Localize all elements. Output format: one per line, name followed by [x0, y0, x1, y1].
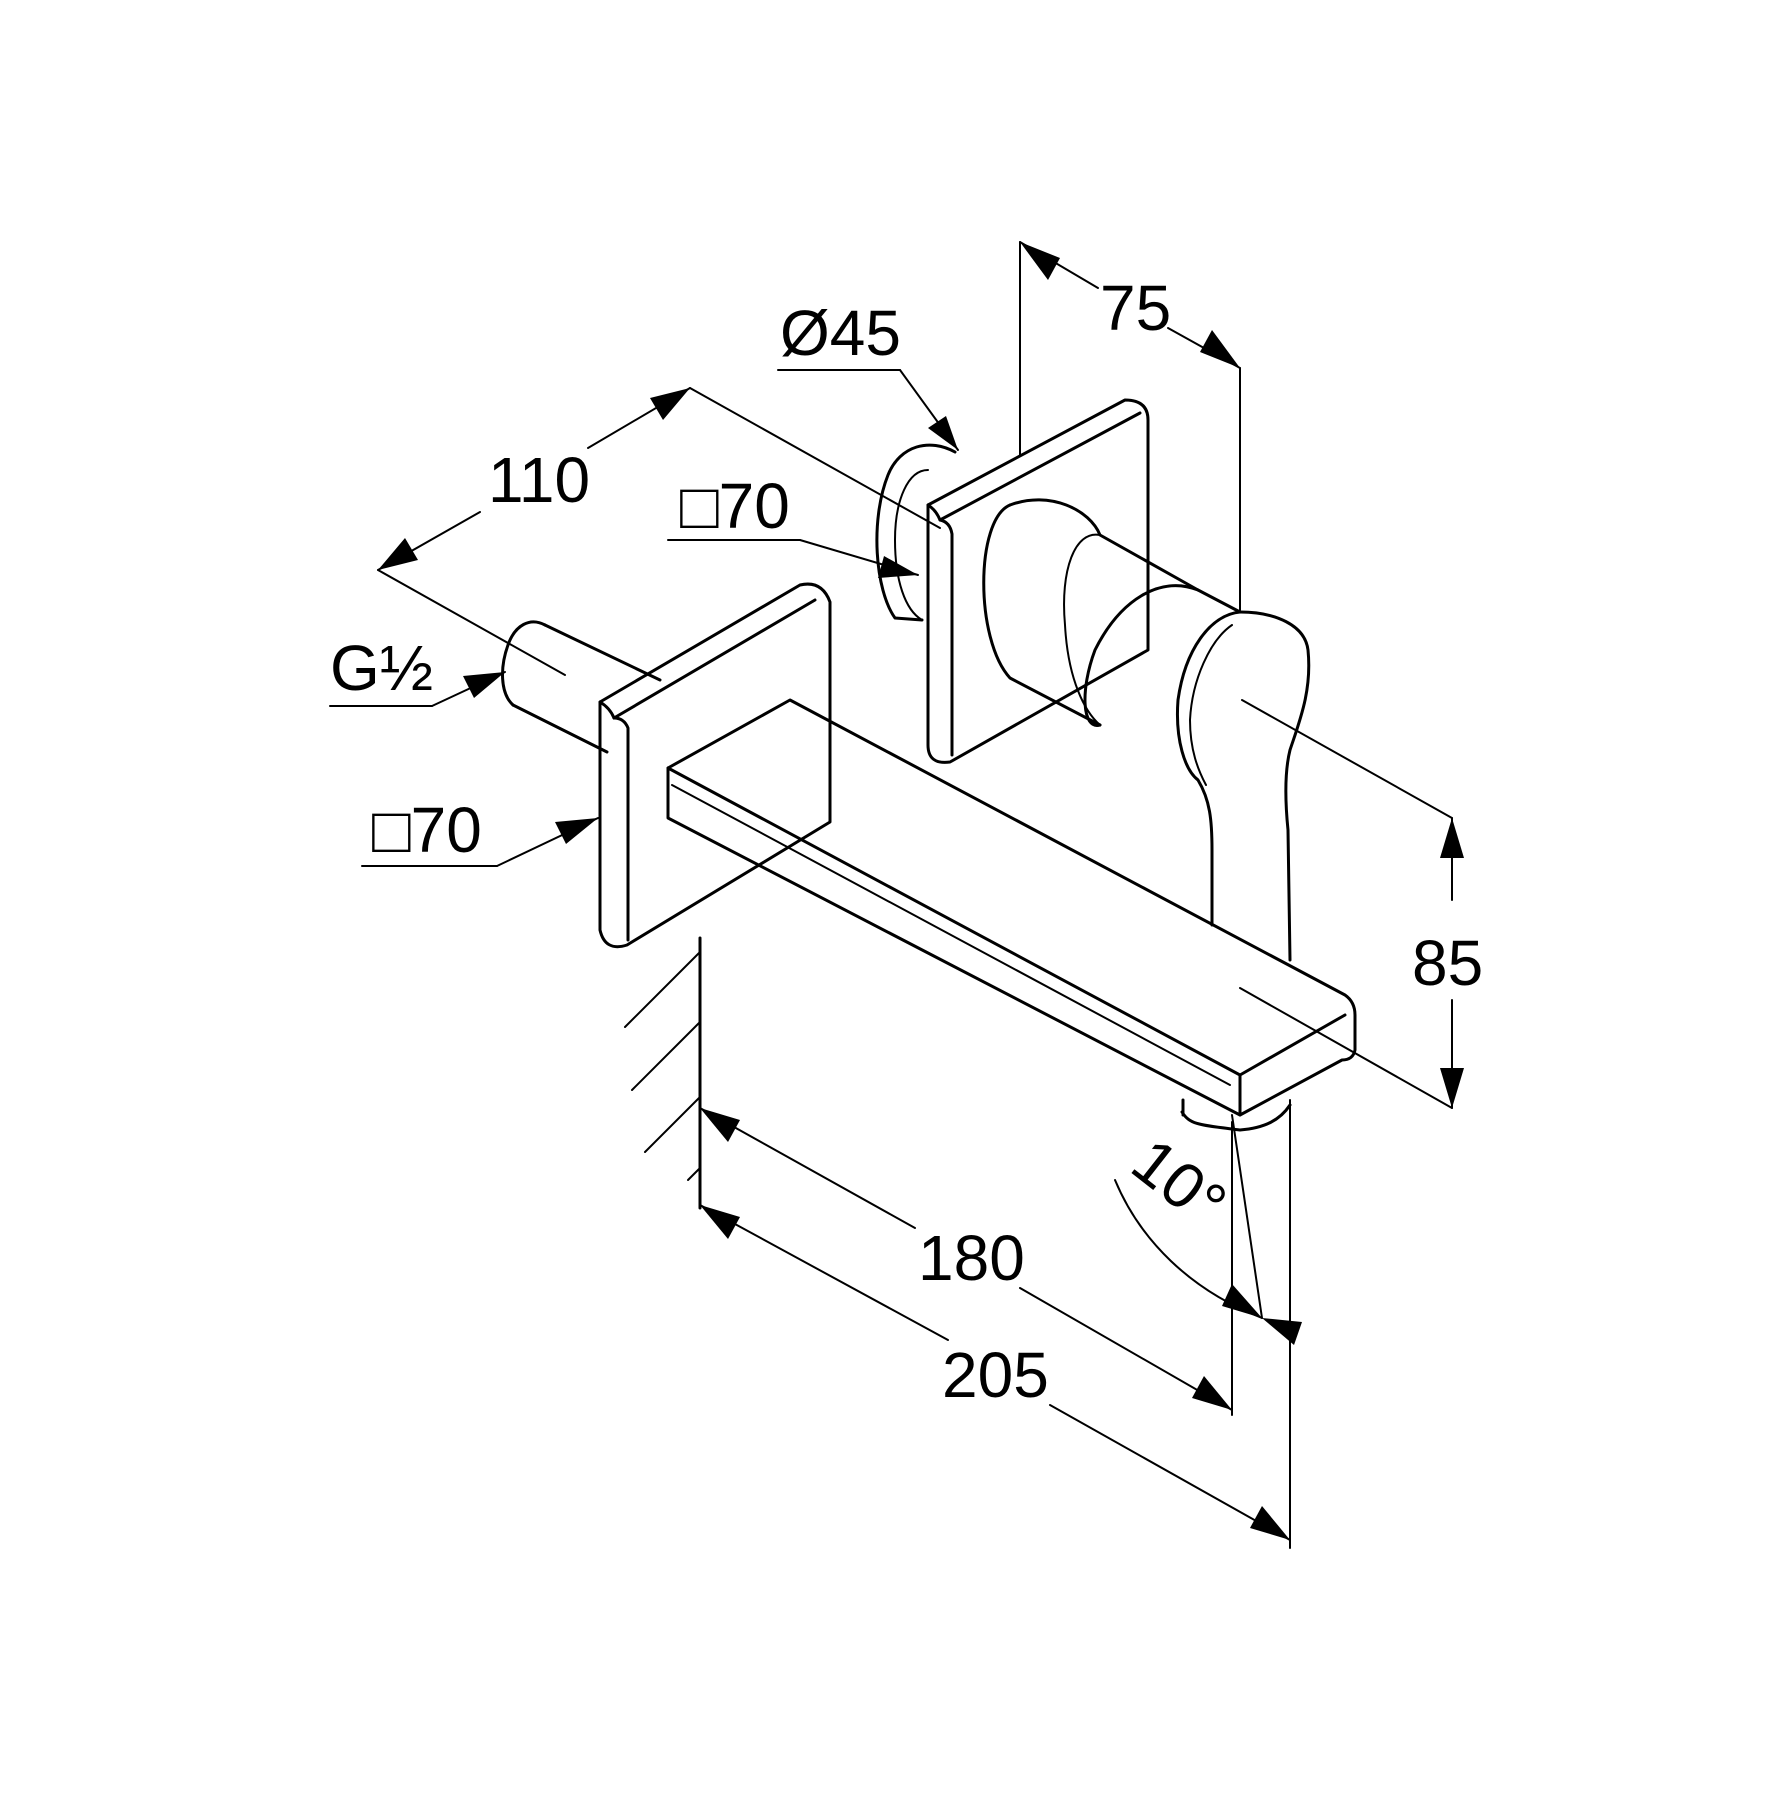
dim-diameter-45-label: Ø45	[780, 297, 901, 369]
dim-205-label: 205	[942, 1339, 1049, 1411]
wall-hatching	[624, 936, 702, 1210]
dim-180-label: 180	[918, 1222, 1025, 1294]
spout-rosette	[598, 582, 832, 949]
dim-85-label: 85	[1412, 927, 1483, 999]
dimension-angle: 10°	[1114, 1114, 1302, 1345]
inlet-pipe	[501, 620, 662, 754]
dimension-75: 75	[1019, 241, 1241, 611]
dim-thread-label: G½	[330, 632, 433, 704]
dim-75-label: 75	[1100, 272, 1171, 344]
dimension-85: 85	[1239, 699, 1483, 1109]
leader-thread: G½	[329, 632, 506, 707]
lever-handle	[982, 498, 1311, 962]
leader-diameter-45: Ø45	[777, 297, 959, 451]
dim-angle-label: 10°	[1119, 1124, 1240, 1240]
dimension-180: 180	[699, 1107, 1233, 1416]
leader-square-70-lower: □70	[361, 794, 599, 867]
leader-square-70-upper: □70	[667, 470, 919, 578]
spout	[666, 698, 1357, 1132]
valve-rosette	[875, 398, 1150, 764]
dim-square-70-upper-label: □70	[680, 470, 790, 542]
dim-square-70-lower-label: □70	[372, 794, 482, 866]
dimension-110: 110	[377, 387, 941, 676]
dim-110-label: 110	[488, 444, 590, 516]
